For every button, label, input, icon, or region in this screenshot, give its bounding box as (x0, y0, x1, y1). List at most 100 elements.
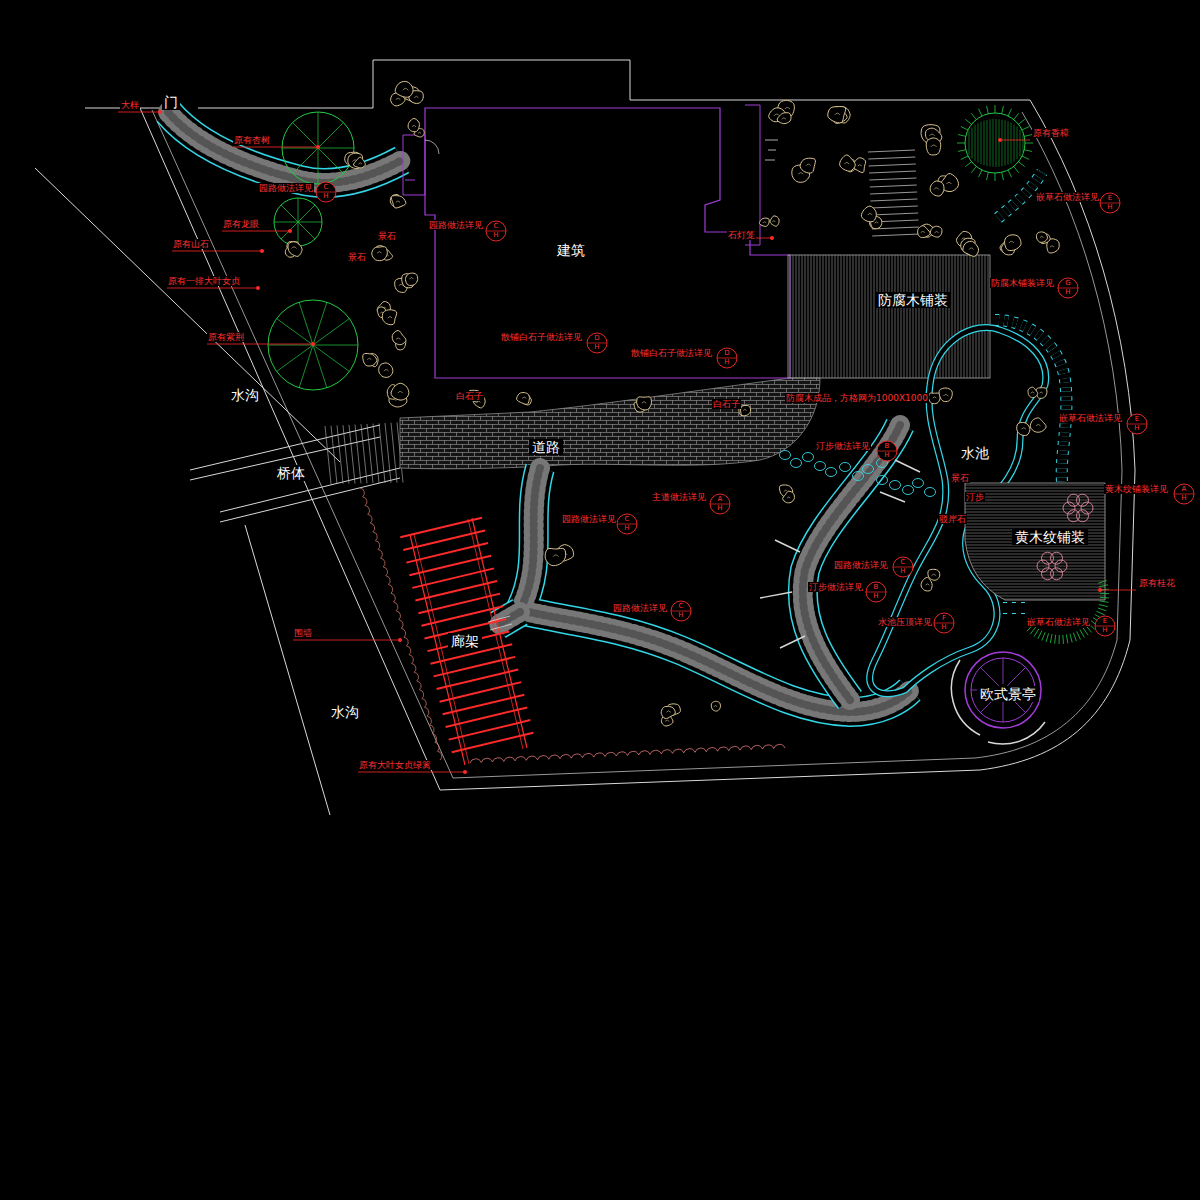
bridge-rail (220, 468, 400, 522)
leader-dot (316, 145, 320, 149)
site-boundary-inner (152, 110, 1122, 778)
area-name: 道路 (532, 439, 560, 455)
annotation: 原有桂花 (1138, 578, 1176, 588)
rock (1040, 236, 1044, 237)
existing-tree (277, 345, 313, 371)
deck-board (805, 255, 806, 378)
existing-tree (978, 123, 979, 163)
existing-tree (1098, 581, 1107, 584)
deck-board (862, 255, 863, 378)
deck-board (982, 255, 983, 378)
callout-letter: E (1103, 618, 1107, 625)
rock (661, 706, 675, 718)
stepping-stone (853, 472, 864, 481)
rock (1037, 232, 1048, 242)
rock (806, 164, 811, 166)
area-name: 廊架 (451, 633, 479, 649)
deck-board (880, 255, 881, 378)
paving-hatch (960, 599, 1110, 600)
rock (1031, 392, 1034, 393)
existing-tree (313, 345, 358, 346)
existing-tree (274, 222, 298, 223)
deck-board (832, 255, 833, 378)
rock (665, 720, 669, 721)
rock (358, 163, 362, 164)
existing-tree (1022, 156, 1029, 159)
detail-callout (1100, 193, 1120, 213)
area-name: 桥体 (277, 465, 305, 481)
road-paving (400, 378, 820, 469)
area-name: 欧式景亭 (980, 686, 1036, 702)
area-label: 黄木纹铺装 (1012, 529, 1088, 546)
stair-tread (870, 192, 917, 194)
stepping-stone (903, 486, 914, 495)
existing-tree (1097, 611, 1105, 615)
deck-board (916, 255, 917, 378)
rock (408, 118, 419, 131)
leader-line (172, 251, 262, 252)
deck-board (838, 255, 839, 378)
paving-hatch (960, 590, 1110, 591)
deck-board (850, 255, 851, 378)
deck-board (802, 255, 803, 378)
pavilion-rib (1003, 658, 1004, 684)
annotation: 园路做法详见 (833, 560, 889, 570)
callout-letter: H (678, 612, 683, 619)
annotation: 嵌草石做法详见 (1026, 617, 1091, 627)
paving-hatch (960, 524, 1110, 525)
rock (353, 157, 365, 168)
existing-tree (299, 302, 313, 345)
deck-board (847, 255, 848, 378)
area-name: 防腐木铺装 (878, 292, 948, 308)
rock (777, 113, 791, 124)
deck-board (871, 255, 872, 378)
callout-letter: H (1065, 289, 1070, 296)
stair-tread (868, 157, 915, 159)
existing-tree (1070, 634, 1072, 643)
paving-hatch (960, 596, 1110, 597)
leader-dot (998, 138, 1002, 142)
existing-tree (987, 172, 989, 180)
garden-path (803, 425, 900, 700)
annotation: 原有香樟 (1032, 128, 1070, 138)
garden-path (803, 425, 900, 700)
deck-board (817, 255, 818, 378)
detail-callout (1095, 616, 1115, 636)
place-name: 水沟 (229, 387, 261, 403)
paving-hatch (960, 548, 1110, 549)
existing-tree (293, 123, 318, 148)
existing-tree (1014, 166, 1019, 172)
deck-board (976, 255, 977, 378)
leader-line (207, 344, 313, 345)
existing-tree (281, 222, 298, 239)
bridge-step (385, 423, 391, 483)
annotation: 主道做法详见 (651, 492, 707, 502)
rock (787, 497, 790, 498)
existing-tree (1030, 627, 1035, 634)
leader-dot (770, 236, 774, 240)
rock (363, 353, 377, 366)
callout-letter: B (885, 443, 890, 450)
deck-board (808, 255, 809, 378)
stair-tread (870, 199, 917, 201)
rock (800, 158, 815, 173)
ditch-edge (245, 525, 330, 815)
existing-tree (1002, 106, 1004, 114)
deck-board (952, 255, 953, 378)
existing-tree (1100, 601, 1109, 602)
annotation: 水池压顶详见 (877, 617, 933, 627)
existing-tree (984, 121, 985, 166)
existing-tree (971, 166, 976, 172)
deck-board (859, 255, 860, 378)
rock (398, 391, 403, 393)
annotation: 黄木纹铺装详见 (1104, 484, 1169, 494)
leader-line (293, 640, 400, 641)
existing-tree (1098, 608, 1107, 611)
stair-tread (869, 164, 916, 166)
detail-callout (710, 494, 730, 514)
paving-hatch (960, 584, 1110, 585)
stair-tread (765, 140, 778, 160)
annotation: 围墙 (293, 628, 313, 638)
detail-callout (866, 582, 886, 602)
stepping-stone (913, 479, 924, 488)
